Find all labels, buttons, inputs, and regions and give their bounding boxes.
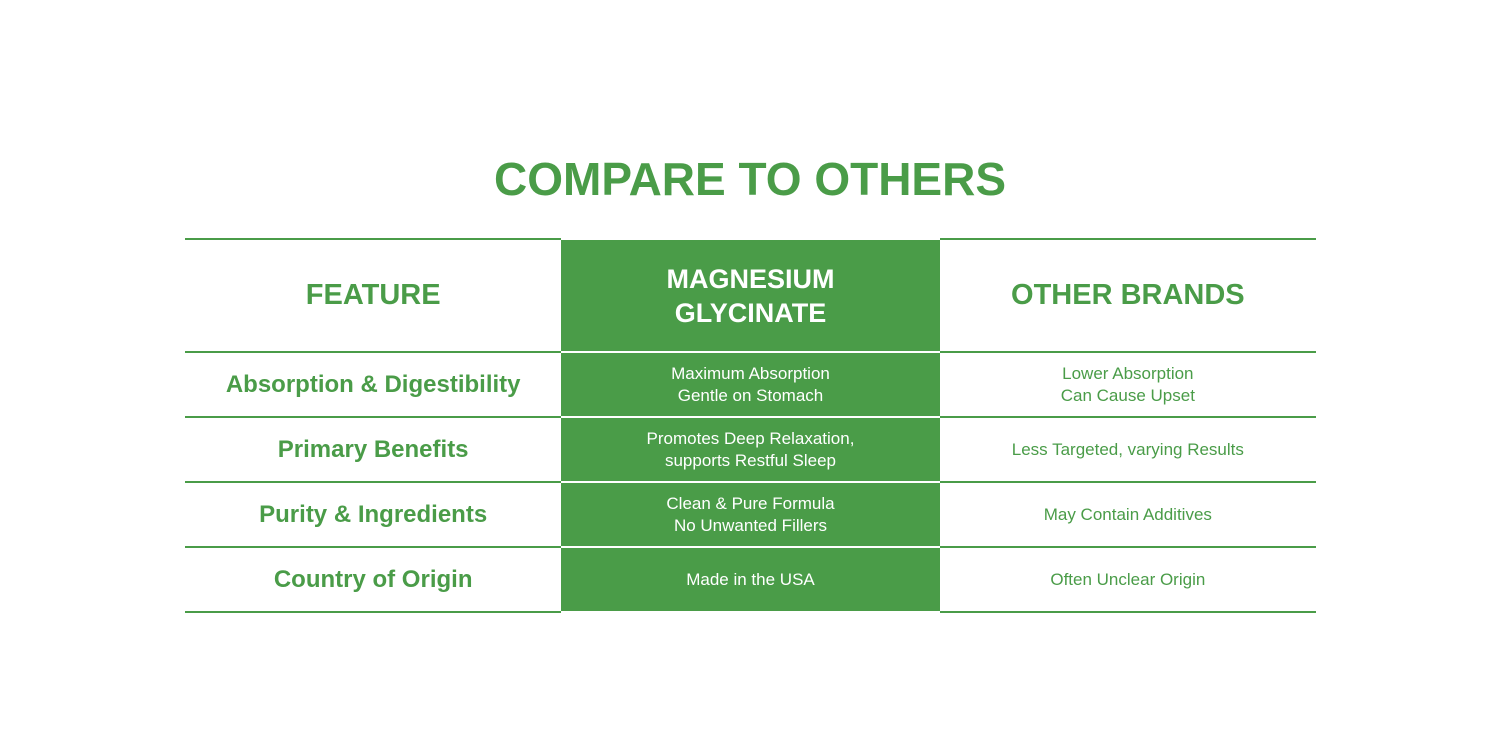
feature-cell: Purity & Ingredients xyxy=(185,481,562,548)
table-row: Country of Origin Made in the USA Often Un… xyxy=(185,546,1316,613)
ours-cell-line: Promotes Deep Relaxation, xyxy=(646,428,855,448)
others-cell-line: Can Cause Upset xyxy=(1060,385,1195,405)
ours-header-line: GLYCINATE xyxy=(674,297,827,328)
ours-cell-line: Gentle on Stomach xyxy=(677,385,824,405)
others-cell: Less Targeted, varying Results xyxy=(939,416,1316,483)
ours-cell-line: Made in the USA xyxy=(686,569,815,589)
feature-header: FEATURE xyxy=(185,238,562,353)
feature-cell: Absorption & Digestibility xyxy=(185,351,562,418)
ours-cell-line: supports Restful Sleep xyxy=(664,450,837,470)
feature-cell: Country of Origin xyxy=(185,546,562,613)
ours-cell-line: No Unwanted Fillers xyxy=(673,515,828,535)
others-cell-line: May Contain Additives xyxy=(1043,504,1212,524)
ours-cell: Promotes Deep Relaxation,supports Restfu… xyxy=(561,416,940,483)
others-cell-line: Less Targeted, varying Results xyxy=(1011,439,1244,459)
ours-cell-line: Maximum Absorption xyxy=(671,363,830,383)
page-title: COMPARE TO OTHERS xyxy=(494,153,1006,205)
others-cell-line: Lower Absorption xyxy=(1062,363,1194,383)
others-cell: Often Unclear Origin xyxy=(939,546,1316,613)
ours-header-line: MAGNESIUM xyxy=(666,263,835,294)
others-header: OTHER BRANDS xyxy=(939,238,1316,353)
others-cell: May Contain Additives xyxy=(939,481,1316,548)
ours-cell-line: Clean & Pure Formula xyxy=(666,493,835,513)
others-cell-line: Often Unclear Origin xyxy=(1050,569,1206,589)
feature-cell: Primary Benefits xyxy=(185,416,562,483)
ours-cell: Made in the USA xyxy=(561,546,940,613)
